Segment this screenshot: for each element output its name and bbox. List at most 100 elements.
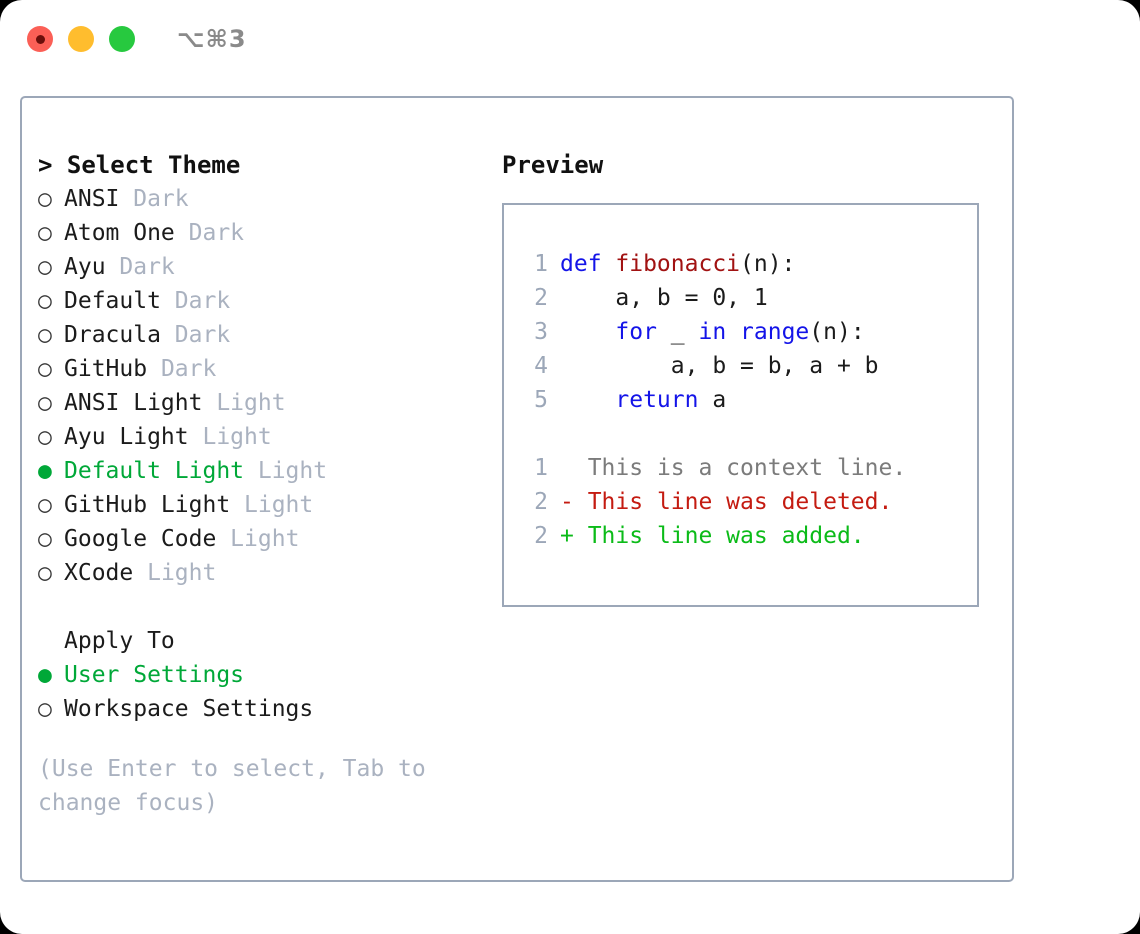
theme-list-item[interactable]: ○ Ayu Dark [38, 250, 492, 284]
list-gap [38, 590, 492, 624]
code-token: _ [656, 319, 699, 345]
theme-name-label: Atom One [64, 220, 175, 246]
radio-selected-icon[interactable]: ● [38, 458, 52, 484]
theme-category-label: Light [202, 390, 286, 416]
diff-marker: - [560, 489, 588, 515]
radio-unselected-icon[interactable]: ○ [38, 220, 52, 246]
radio-selected-icon[interactable]: ● [38, 662, 52, 688]
theme-category-label: Light [188, 424, 272, 450]
radio-unselected-icon[interactable]: ○ [38, 186, 52, 212]
code-line-number: 5 [534, 387, 548, 413]
radio-unselected-icon[interactable]: ○ [38, 254, 52, 280]
code-line-number: 1 [534, 251, 548, 277]
diff-sample: 1 This is a context line.2- This line wa… [518, 451, 977, 553]
radio-unselected-icon[interactable]: ○ [38, 390, 52, 416]
code-token: (n): [809, 319, 865, 345]
radio-unselected-icon[interactable]: ○ [38, 526, 52, 552]
theme-list-item[interactable]: ○ ANSI Dark [38, 182, 492, 216]
apply-to-list[interactable]: ● User Settings ○ Workspace Settings [38, 658, 492, 726]
diff-line: 2+ This line was added. [518, 519, 977, 553]
code-token: a [698, 387, 727, 413]
theme-name-label: Google Code [64, 526, 217, 552]
theme-list-item[interactable]: ○ GitHub Light Light [38, 488, 492, 522]
code-line-number: 4 [534, 353, 548, 379]
theme-name-label: Default Light [64, 458, 245, 484]
theme-category-label: Dark [160, 288, 231, 314]
apply-to-item[interactable]: ● User Settings [38, 658, 492, 692]
code-diff-gap [518, 417, 977, 451]
theme-list-item[interactable]: ○ XCode Light [38, 556, 492, 590]
apply-to-label: User Settings [64, 662, 245, 688]
theme-list[interactable]: ○ ANSI Dark ○ Atom One Dark ○ Ayu Dark ○ Defaul… [38, 182, 492, 590]
code-line: 5 return a [518, 383, 977, 417]
theme-name-label: Ayu [64, 254, 106, 280]
code-token: in [698, 319, 727, 345]
theme-list-item[interactable]: ○GitHub Dark [38, 352, 492, 386]
theme-list-item[interactable]: ○ Dracula Dark [38, 318, 492, 352]
diff-marker: + [560, 523, 588, 549]
radio-unselected-icon[interactable]: ○ [38, 424, 52, 450]
theme-list-item[interactable]: ○ Google Code Light [38, 522, 492, 556]
apply-to-header: Apply To [64, 628, 175, 654]
theme-category-label: Light [230, 492, 314, 518]
theme-category-label: Dark [105, 254, 175, 280]
title-bar: ⌥⌘3 [0, 0, 1140, 78]
code-token: (n): [740, 251, 796, 277]
radio-unselected-icon[interactable]: ○ [38, 696, 52, 722]
code-line: 1 def fibonacci(n): [518, 247, 977, 281]
theme-category-label: Dark [174, 220, 245, 246]
radio-unselected-icon[interactable]: ○ [38, 322, 52, 348]
code-token: a, b = 0, 1 [560, 285, 768, 311]
select-theme-header: > Select Theme [38, 151, 241, 179]
keyboard-shortcut-label: ⌥⌘3 [177, 25, 247, 53]
theme-name-label: Ayu Light [64, 424, 189, 450]
maximize-window-icon[interactable] [109, 26, 135, 52]
theme-list-item[interactable]: ○ Ayu Light Light [38, 420, 492, 454]
theme-category-label: Dark [160, 322, 231, 348]
diff-line: 2- This line was deleted. [518, 485, 977, 519]
code-token: return [615, 387, 699, 413]
apply-to-label: Workspace Settings [64, 696, 314, 722]
main-panel: > Select Theme ○ANSI Dark○Atom One Dark○… [20, 96, 1014, 882]
apply-to-item[interactable]: ○ Workspace Settings [38, 692, 492, 726]
theme-list-item[interactable]: ● Default Light Light [38, 454, 492, 488]
theme-category-label: Dark [147, 356, 217, 382]
code-token: def [560, 251, 616, 277]
theme-name-label: XCode [64, 560, 134, 586]
radio-unselected-icon[interactable]: ○ [38, 356, 52, 382]
minimize-window-icon[interactable] [68, 26, 94, 52]
code-token [560, 319, 615, 345]
code-token [726, 319, 740, 345]
diff-marker [560, 455, 588, 481]
theme-name-label: ANSI [64, 186, 120, 212]
radio-unselected-icon[interactable]: ○ [38, 288, 52, 314]
preview-header: Preview [502, 151, 604, 179]
code-token: fibonacci [615, 251, 741, 277]
keyboard-hint-text: (Use Enter to select, Tab to change focu… [38, 756, 440, 816]
theme-category-label: Light [216, 526, 300, 552]
diff-text: This line was deleted. [587, 489, 893, 515]
code-line-number: 3 [534, 319, 548, 345]
diff-line-number: 2 [534, 489, 548, 515]
theme-list-item[interactable]: ○ Atom One Dark [38, 216, 492, 250]
code-token: a, b = b, a + b [560, 353, 879, 379]
close-window-icon[interactable] [27, 26, 53, 52]
radio-unselected-icon[interactable]: ○ [38, 560, 52, 586]
theme-list-item[interactable]: ○ANSI Light Light [38, 386, 492, 420]
code-token: for [615, 319, 657, 345]
theme-category-label: Light [133, 560, 217, 586]
theme-name-label: Default [64, 288, 161, 314]
theme-name-label: GitHub Light [64, 492, 231, 518]
radio-unselected-icon[interactable]: ○ [38, 492, 52, 518]
diff-text: This is a context line. [587, 455, 907, 481]
theme-list-item[interactable]: ○ Default Dark [38, 284, 492, 318]
code-line: 3 for _ in range(n): [518, 315, 977, 349]
diff-line: 1 This is a context line. [518, 451, 977, 485]
theme-category-label: Light [244, 458, 328, 484]
theme-selection-column: > Select Theme ○ANSI Dark○Atom One Dark○… [22, 98, 492, 880]
theme-name-label: Dracula [64, 322, 161, 348]
theme-category-label: Dark [119, 186, 189, 212]
